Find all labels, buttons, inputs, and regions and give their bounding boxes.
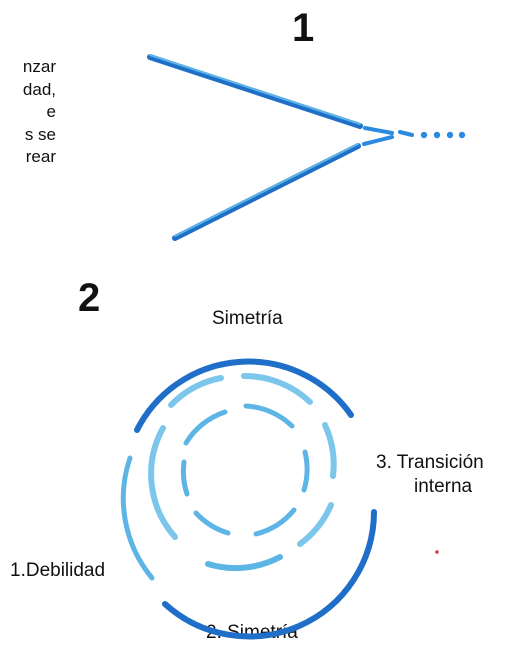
- left-paragraph: nzar dad, e s se rear: [0, 56, 56, 169]
- upper-line-highlight: [149, 54, 361, 125]
- ring3-arc-bottom-right: [253, 507, 297, 537]
- ring3-arc-left: [180, 459, 190, 497]
- ring2-arc-bottom: [205, 554, 283, 572]
- upper-dash: [363, 126, 394, 135]
- outer-arc-top: [134, 358, 354, 433]
- ring3-arc-bottom-left: [193, 510, 231, 536]
- paragraph-line: nzar: [22, 57, 56, 76]
- ring2-arc-right: [322, 422, 337, 479]
- outer-arc-left: [120, 455, 155, 581]
- upper-line: [147, 54, 363, 129]
- lower-line: [172, 143, 361, 241]
- ring3-arc-top-left: [183, 409, 228, 446]
- paragraph-line: rear: [25, 147, 56, 166]
- paragraph-line: dad,: [22, 79, 56, 99]
- figure-1-converging-lines: [147, 54, 466, 241]
- figure-2-concentric-circles: [120, 358, 377, 640]
- figure-1-number: 1: [292, 6, 315, 50]
- outer-arc-bottom-right: [162, 509, 377, 640]
- ring2-arc-bottom-right: [297, 502, 334, 547]
- dot: [446, 131, 454, 139]
- label-symmetry-top: Simetría: [212, 308, 283, 329]
- lower-line-highlight: [174, 143, 359, 237]
- label-weakness: 1.Debilidad: [10, 560, 106, 581]
- dot: [433, 131, 441, 139]
- paragraph-line: s se: [24, 124, 56, 144]
- ring3-arc-right: [301, 449, 310, 493]
- ring2-arc-top: [168, 375, 224, 408]
- lower-dash: [362, 135, 394, 146]
- ring3-arc-top-right: [243, 403, 295, 429]
- stray-red-dot: [435, 550, 439, 554]
- ring2-arc-left: [148, 425, 178, 540]
- ring2-arc-top-right: [241, 372, 313, 405]
- dot: [420, 131, 428, 139]
- label-internal-transition-line2: interna: [414, 476, 473, 497]
- dot: [458, 131, 466, 139]
- figure-2-number: 2: [78, 276, 101, 320]
- paragraph-line: e: [46, 102, 56, 121]
- label-internal-transition: 3. Transición: [376, 452, 484, 473]
- dash-tip: [398, 130, 414, 137]
